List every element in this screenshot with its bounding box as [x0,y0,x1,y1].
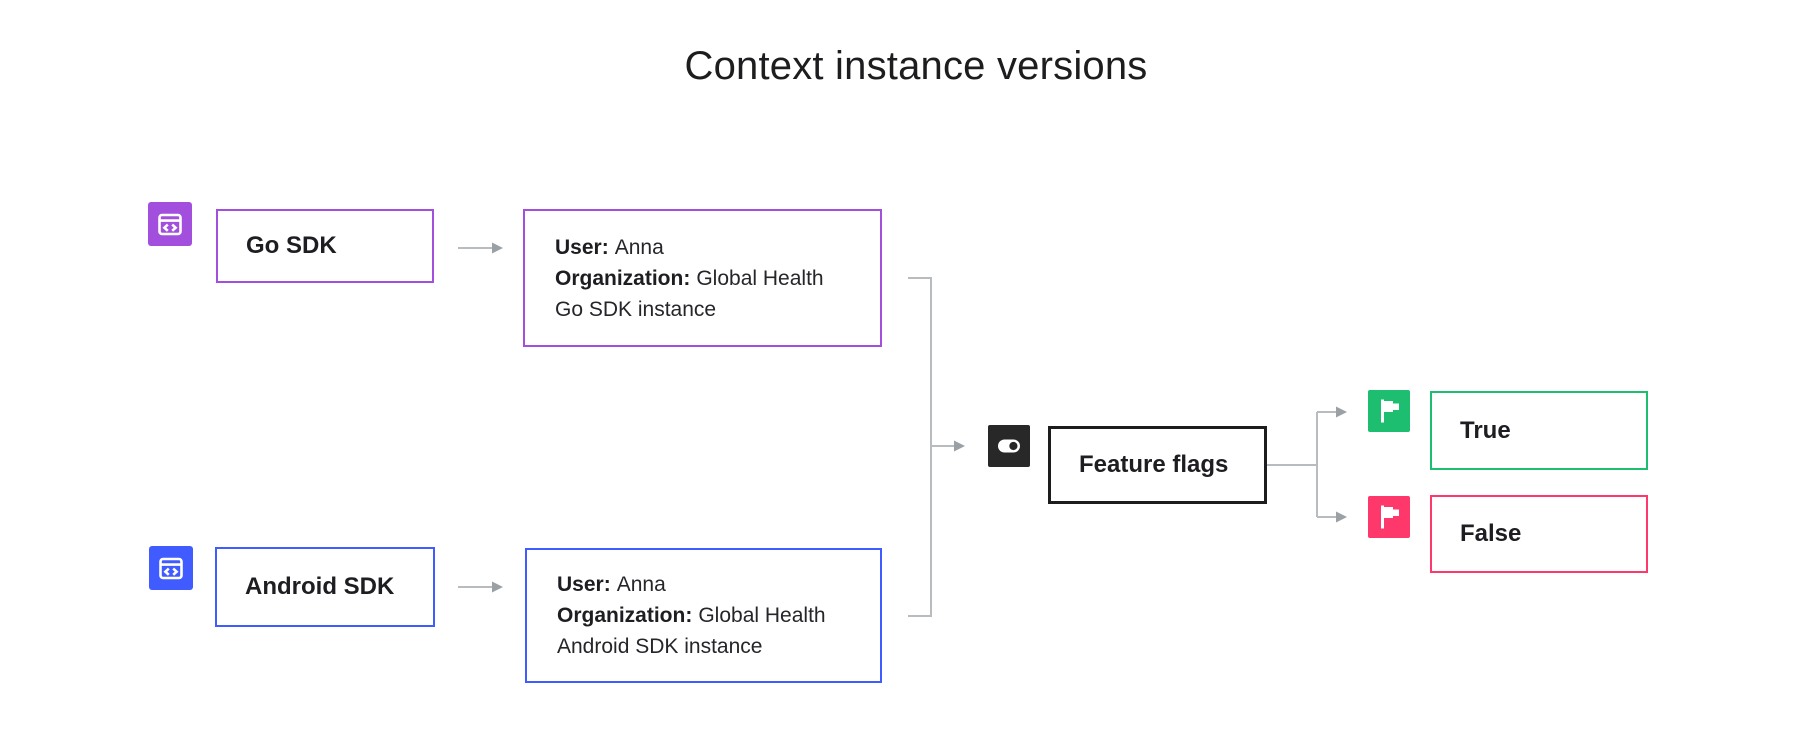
feature-flags-label: Feature flags [1079,451,1229,478]
android-instance-user-line: User:Anna [557,569,880,600]
page-title: Context instance versions [684,44,1148,88]
go-instance-note: Go SDK instance [555,297,717,321]
node-android-instance: User:Anna Organization:Global Health And… [525,548,882,683]
user-label: User: [557,573,611,596]
user-value: Anna [616,573,666,596]
node-go-instance: User:Anna Organization:Global Health Go … [523,209,882,347]
android-sdk-code-window-icon [149,546,193,590]
android-instance-note: Android SDK instance [557,635,763,658]
go-instance-org-line: Organization:Global Health [555,263,880,294]
organization-label: Organization: [555,266,691,290]
true-label: True [1460,416,1511,444]
false-label: False [1460,520,1522,547]
false-flag-icon [1368,496,1410,538]
true-flag-icon [1368,390,1410,432]
go-sdk-label: Go SDK [246,232,337,259]
android-sdk-label: Android SDK [245,573,395,600]
organization-value: Global Health [698,604,826,627]
user-value: Anna [614,235,664,259]
go-instance-user-line: User:Anna [555,232,880,263]
go-sdk-code-window-icon [148,202,192,246]
user-label: User: [555,235,609,259]
node-false: False [1430,495,1648,573]
android-instance-org-line: Organization:Global Health [557,600,880,631]
organization-value: Global Health [696,266,824,290]
node-go-sdk: Go SDK [216,209,434,283]
node-feature-flags: Feature flags [1048,426,1267,504]
node-true: True [1430,391,1648,470]
node-android-sdk: Android SDK [215,547,435,627]
organization-label: Organization: [557,604,693,627]
toggle-icon [988,425,1030,467]
